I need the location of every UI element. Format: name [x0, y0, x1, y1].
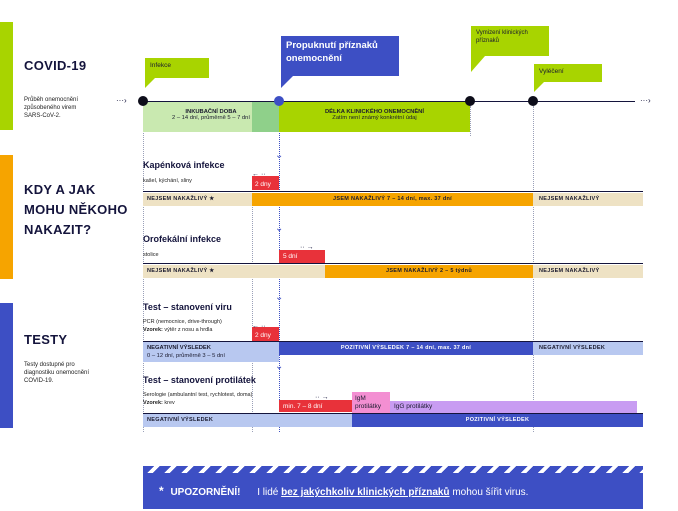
warning-label: UPOZORNĚNÍ! [170, 487, 241, 498]
lane-sub-virus-test: PCR (nemocnice, drive-through) Vzorek: v… [143, 319, 222, 333]
callout-recovery-tail [534, 82, 544, 92]
chevron-down-icon: ⌄ [275, 292, 284, 303]
warning-star-icon: * [159, 484, 164, 498]
band-virus-after: NEGATIVNÍ VÝSLEDEK [533, 342, 643, 355]
lead-badge-antibody-test: min. 7 – 8 dní [279, 400, 352, 412]
lead-arrow-antibody-test: ·· → [315, 394, 329, 401]
lane-title-antibody-test: Test – stanovení protilátek [143, 375, 256, 385]
sidebar-bar-tests [0, 303, 13, 428]
band-fecal-gap [279, 265, 325, 278]
band-antibody-negative: NEGATIVNÍ VÝSLEDEK [143, 414, 352, 427]
symptoms-dot [274, 96, 284, 106]
band-fecal-after: NEJSEM NAKAŽLIVÝ [533, 265, 643, 278]
lane-title-virus-test: Test – stanovení viru [143, 302, 232, 312]
lane-sub-droplet: kašel, kýchání, sliny [143, 178, 192, 184]
callout-recovery: Vyléčení [534, 64, 602, 82]
callout-symptoms-tail [281, 76, 293, 88]
guide-line-lead [252, 180, 253, 432]
clinical-band: DÉLKA KLINICKÉHO ONEMOCNĚNÍ Zatím není z… [279, 102, 470, 132]
lead-badge-virus-test: 2 dny [252, 327, 279, 341]
section-title-covid: COVID-19 [24, 58, 87, 73]
lead-badge-fecal: 5 dní [279, 250, 325, 263]
sidebar-bar-covid [0, 22, 13, 130]
warning-stripes [143, 466, 643, 473]
infection-dot [138, 96, 148, 106]
callout-infection: Infekce [145, 58, 209, 78]
lead-arrow-droplet: ← ·· [252, 171, 266, 178]
timeline-arrow-right: ···› [640, 96, 651, 105]
lane-line-fecal [143, 263, 643, 264]
band-droplet-not-contagious: NEJSEM NAKAŽLIVÝ ★ [143, 193, 252, 206]
band-droplet-after: NEJSEM NAKAŽLIVÝ [533, 193, 643, 206]
lead-badge-droplet: 2 dny [252, 176, 279, 190]
warning-banner: * UPOZORNĚNÍ! I lidé bez jakýchkoliv kli… [143, 473, 643, 509]
band-igg: IgG protilátky [390, 401, 637, 413]
band-virus-positive: POZITIVNÍ VÝSLEDEK 7 – 14 dní, max. 37 d… [279, 342, 533, 355]
lane-title-droplet: Kapénková infekce [143, 160, 225, 170]
timeline-axis [143, 101, 635, 102]
band-droplet-contagious: JSEM NAKAŽLIVÝ 7 – 14 dní, max. 37 dní [252, 193, 533, 206]
lane-sub-fecal: stolice [143, 252, 159, 258]
warning-text: I lidé bez jakýchkoliv klinických přízna… [257, 487, 529, 498]
band-fecal-not-contagious: NEJSEM NAKAŽLIVÝ ★ [143, 265, 279, 278]
chevron-down-icon: ⌄ [275, 150, 284, 161]
recovery-dot [528, 96, 538, 106]
guide-line-clinical-end [470, 106, 471, 136]
band-virus-negative: NEGATIVNÍ VÝSLEDEK 0 – 12 dní, průměrně … [143, 342, 279, 362]
band-fecal-contagious: JSEM NAKAŽLIVÝ 2 – 5 týdnů [325, 265, 533, 278]
lane-title-fecal: Orofekální infekce [143, 234, 222, 244]
lane-sub-antibody-test: Serologie (ambulantní test, rychlotest, … [143, 392, 253, 406]
section-title-tests: TESTY [24, 332, 68, 347]
timeline-arrow-left: ···› [116, 96, 127, 105]
lane-line-droplet [143, 191, 643, 192]
chevron-down-icon: ⌄ [275, 361, 284, 372]
chevron-down-icon: ⌄ [275, 223, 284, 234]
lead-arrow-virus-test: ← ·· [252, 323, 266, 330]
band-antibody-positive: POZITIVNÍ VÝSLEDEK [352, 414, 643, 427]
callout-clinical-end-tail [471, 56, 485, 72]
sidebar-bar-spread [0, 155, 13, 279]
callout-infection-tail [145, 78, 155, 88]
lane-line-virus-test [143, 341, 643, 342]
lane-line-antibody-test [143, 413, 643, 414]
lead-arrow-fecal: ·· → [300, 244, 314, 251]
clinical-end-dot [465, 96, 475, 106]
incubation-band-edge [252, 102, 279, 132]
